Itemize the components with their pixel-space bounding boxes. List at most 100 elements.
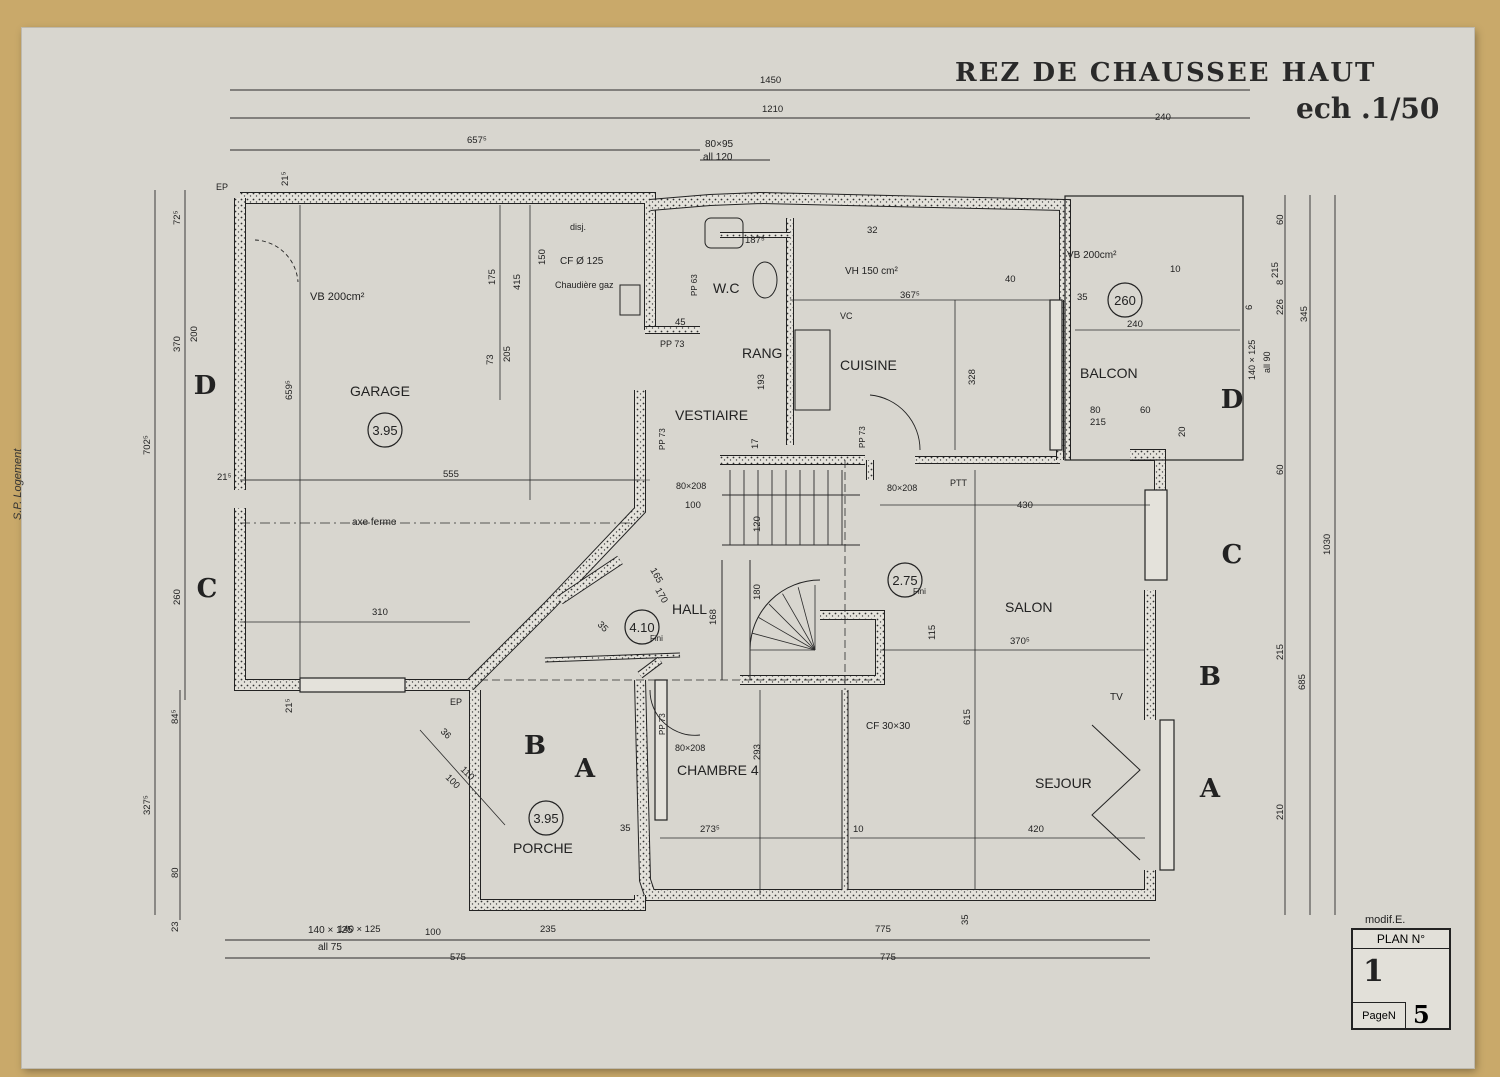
- dimension-value-47: 100: [685, 500, 701, 511]
- dimension-value-39: 370⁵: [1010, 636, 1030, 647]
- level-circle-hall: [624, 609, 660, 645]
- dimension-value-62: 35: [595, 619, 610, 634]
- dimension-value-15: 200: [189, 326, 200, 342]
- dimension-value-24: 21⁵: [284, 698, 295, 713]
- level-circle-salon: [887, 562, 923, 598]
- dimension-value-35: 210: [1275, 804, 1286, 820]
- annotation-8: PP 73: [660, 339, 684, 349]
- dimension-value-50: 235: [540, 924, 556, 935]
- annotation-0: VB 200cm²: [310, 291, 365, 303]
- dimension-value-3: 657⁵: [467, 135, 487, 146]
- dimension-value-76: 35: [1077, 292, 1088, 303]
- annotation-4: disj.: [570, 222, 586, 232]
- plan-title: REZ DE CHAUSSEE HAUT: [955, 58, 1377, 88]
- annotation-1: axe ferme: [352, 517, 397, 528]
- wall-garage-west-lower-fill: [235, 508, 300, 690]
- room-label-garage: GARAGE: [350, 383, 410, 399]
- level-suffix-salon: Fini: [913, 587, 926, 596]
- dimension-value-23: 21⁵: [280, 171, 291, 186]
- dimension-value-13: 702⁵: [142, 435, 153, 455]
- dimension-value-40: 115: [927, 625, 938, 640]
- annotation-11: PP 73: [858, 426, 867, 448]
- dimension-value-45: 35: [620, 823, 631, 834]
- stair-winder-arc: [749, 579, 821, 651]
- window-sejour: [1159, 719, 1175, 871]
- dimension-value-51: 775: [875, 924, 891, 935]
- level-value-garage: 3.95: [372, 423, 397, 438]
- dimension-value-32: 1030: [1322, 534, 1333, 555]
- dimension-lines-layer: [154, 89, 1336, 959]
- annotation-7: CF 30×30: [866, 721, 911, 732]
- room-label-hall: HALL: [672, 601, 707, 617]
- wall-garage-south-diagonal: [405, 390, 646, 691]
- page-number-label: PageN: [1353, 1002, 1406, 1029]
- level-value-salon: 2.75: [892, 573, 917, 588]
- stair-winder-tread: [797, 587, 816, 651]
- dimension-value-0: 1450: [760, 75, 781, 86]
- boiler: [619, 284, 641, 316]
- section-mark-a: A: [1199, 774, 1221, 804]
- dimension-value-55: 45: [675, 317, 686, 328]
- annotation-18: 80×95: [705, 139, 734, 150]
- dimension-value-68: 215: [1090, 417, 1106, 428]
- annotation-13: EP: [216, 182, 228, 192]
- toilet: [752, 261, 778, 299]
- wall-porch-step-fill: [544, 653, 681, 662]
- room-label-porche: PORCHE: [513, 840, 573, 856]
- dimension-value-67: 60: [1140, 405, 1151, 416]
- washbasin: [704, 217, 744, 249]
- plan-scale: ech .1/50: [1296, 92, 1440, 125]
- wall-garage-north-fill: [240, 193, 655, 330]
- dimension-value-56: 17: [750, 438, 761, 449]
- wall-hall-jamb-fill: [638, 657, 662, 678]
- annotation-16: PTT: [950, 478, 968, 488]
- dimension-value-14: 370: [172, 336, 183, 352]
- section-mark-c: C: [1222, 540, 1243, 570]
- dimension-value-1: 1210: [762, 104, 783, 115]
- annotation-22: 80×208: [675, 743, 705, 753]
- annotation-14: EP: [450, 697, 462, 707]
- annotation-12: PP 73: [658, 713, 667, 735]
- wall-garage-south-diagonal-fill: [405, 390, 645, 690]
- dimension-value-57: 120: [752, 516, 763, 532]
- annotation-2: CF Ø 125: [560, 256, 604, 267]
- dimension-value-17: 260: [172, 589, 183, 605]
- dimension-value-46: 10: [853, 824, 864, 835]
- stair-winder-tread: [758, 617, 816, 651]
- dimension-value-61: 165: [647, 566, 664, 585]
- dimension-value-30: 215: [1270, 262, 1281, 278]
- level-circle-balcon: [1107, 282, 1143, 318]
- dimension-value-21: 23: [170, 921, 181, 932]
- annotation-24: all 90: [1262, 351, 1272, 373]
- door-swing-garage: [254, 239, 299, 283]
- dimension-value-12: 659⁵: [284, 380, 295, 400]
- side-note: S.P. Logement: [12, 448, 24, 520]
- dimension-line-diagonal: [419, 729, 506, 826]
- walls-layer: [234, 191, 1175, 911]
- dimension-value-18: 84⁵: [170, 709, 181, 724]
- dimension-value-72: 8: [1275, 280, 1286, 285]
- dimension-value-49: 100: [425, 927, 441, 938]
- room-label-vestiaire: VESTIAIRE: [675, 407, 748, 423]
- dimension-value-59: 168: [708, 609, 719, 625]
- dimension-value-41: 615: [962, 709, 973, 725]
- annotation-3: Chaudière gaz: [555, 280, 614, 290]
- dimension-value-8: 175: [487, 269, 498, 285]
- dimension-value-36: 60: [1275, 464, 1286, 475]
- page-number: 5: [1413, 1000, 1430, 1029]
- dimension-value-10: 205: [502, 346, 513, 362]
- dimension-value-42: 293: [752, 744, 763, 760]
- dimension-value-70: 10: [1170, 264, 1181, 275]
- dimension-value-33: 685: [1297, 674, 1308, 690]
- dimension-value-5: 310: [372, 607, 388, 618]
- stair-winder-tread: [782, 593, 816, 651]
- annotation-6: VB 200cm²: [1067, 250, 1117, 261]
- room-label-sejour: SEJOUR: [1035, 775, 1092, 791]
- dimension-value-4: 555: [443, 469, 459, 480]
- title-block: modif.E. PLAN N° 1 PageN 5: [1351, 914, 1451, 1030]
- dimension-value-11: 73: [485, 354, 496, 365]
- room-label-rang: RANG: [742, 345, 782, 361]
- room-label-balcon: BALCON: [1080, 365, 1138, 381]
- dimension-value-63: 36: [438, 726, 453, 741]
